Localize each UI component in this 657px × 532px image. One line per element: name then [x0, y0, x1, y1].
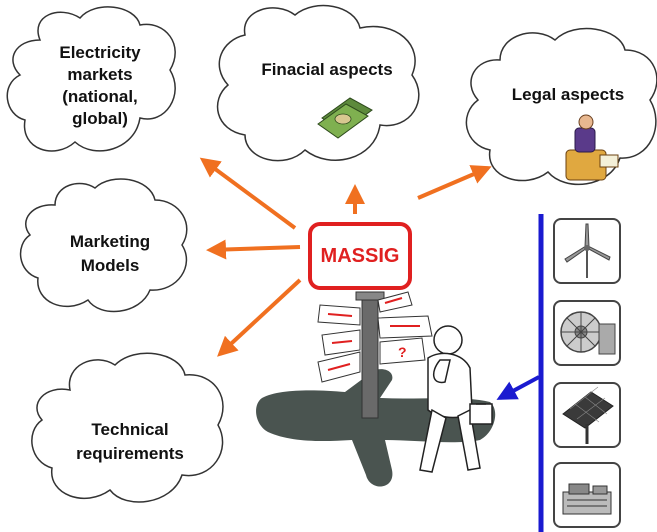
cloud-financial: [216, 4, 420, 162]
generator-icon: [562, 483, 612, 515]
topic-marketing-label: Marketing Models: [69, 232, 151, 275]
solar-panel-tile: [553, 382, 621, 448]
cloud-marketing: [19, 178, 188, 313]
massig-label: MASSIG: [320, 244, 400, 267]
thinking-person-icon: [419, 325, 493, 473]
cloud-electricity: [6, 6, 176, 152]
arrow-to-legal: [417, 165, 492, 200]
arrow-to-technical: [217, 278, 302, 357]
topic-electricity-label: Electricity markets (national, global): [59, 43, 141, 128]
cloud-technical: [31, 352, 224, 503]
signpost-icon: ?: [317, 291, 433, 419]
generator-tile: [553, 462, 621, 528]
money-icon: [317, 97, 373, 139]
water-wheel-tile: [553, 300, 621, 366]
water-wheel-icon: [560, 311, 616, 355]
arrow-from-technologies: [496, 375, 540, 400]
wind-turbine-tile: [553, 218, 621, 284]
wind-turbine-icon: [564, 223, 611, 278]
arrow-to-electricity: [199, 157, 297, 230]
arrow-to-marketing: [206, 239, 301, 260]
topic-financial-label: Finacial aspects: [261, 60, 393, 79]
topic-technical-label: Technical requirements: [76, 420, 184, 463]
svg-text:?: ?: [398, 344, 407, 360]
legal-person-icon: [565, 114, 619, 181]
massig-box: MASSIG: [308, 222, 412, 290]
cloud-legal: [465, 27, 657, 185]
topic-legal-label: Legal aspects: [511, 85, 625, 104]
solar-panel-icon: [562, 386, 614, 444]
